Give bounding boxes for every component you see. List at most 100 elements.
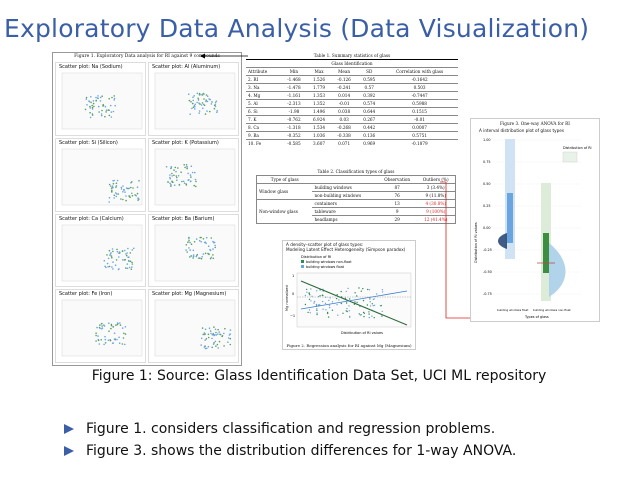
scatter-point xyxy=(201,327,204,330)
scatter-point xyxy=(186,165,189,168)
scatter-point xyxy=(99,100,102,102)
panel-title: Scatter plot: Mg (Magnesium) xyxy=(152,291,227,298)
scatter-point xyxy=(121,258,124,261)
anova-ytick-label: 0.50 xyxy=(483,182,491,186)
table1-cell: -0.1879 xyxy=(381,139,458,147)
panel-title: Scatter plot: Ca (Calcium) xyxy=(59,215,124,222)
scatter-point xyxy=(211,346,213,349)
anova-ytick-label: 0.75 xyxy=(483,160,491,164)
regression-point xyxy=(362,311,365,314)
scatter-point xyxy=(215,100,218,102)
table2-cell-outliers: 9 (100%) xyxy=(416,207,456,216)
regression-point xyxy=(304,294,307,297)
scatter-point xyxy=(185,163,188,166)
scatter-point xyxy=(111,185,114,187)
scatter-point xyxy=(171,172,173,175)
scatter-point xyxy=(124,249,126,251)
scatter-point xyxy=(103,325,106,328)
regression-point xyxy=(315,303,318,306)
scatter-point xyxy=(196,101,198,104)
table1-cell: -0.762 xyxy=(280,115,308,124)
scatter-point xyxy=(104,115,106,118)
scatter-point xyxy=(125,187,128,189)
scatter-point xyxy=(96,327,98,329)
scatter-point xyxy=(173,169,175,171)
scatter-point xyxy=(115,258,118,261)
figure1-panel: Scatter plot: Ba (Barium) xyxy=(148,213,239,288)
scatter-point xyxy=(207,333,210,336)
scatter-point xyxy=(198,112,200,114)
scatter-point xyxy=(112,186,114,189)
scatter-point xyxy=(218,331,220,334)
scatter-point xyxy=(113,95,115,97)
scatter-point xyxy=(208,253,210,255)
table2-cell-obs: 76 xyxy=(377,191,417,200)
scatter-point xyxy=(188,246,190,249)
scatter-point xyxy=(210,236,213,239)
regression-point xyxy=(381,291,384,293)
legend-swatch-float xyxy=(301,265,304,268)
anova-xtick-1: building windows float xyxy=(497,308,529,312)
regression-point xyxy=(373,317,375,319)
bullet-triangle-icon xyxy=(64,446,74,456)
scatter-point xyxy=(105,111,107,113)
panel-title: Scatter plot: Na (Sodium) xyxy=(59,64,123,70)
scatter-point xyxy=(100,339,102,341)
regression-point xyxy=(322,300,324,303)
scatter-point xyxy=(125,266,127,269)
scatter-point xyxy=(89,111,91,114)
bullet-text-2: Figure 3. shows the distribution differe… xyxy=(86,443,517,459)
regression-point xyxy=(311,295,313,297)
table1-cell: 0.503 xyxy=(381,83,458,92)
scatter-point xyxy=(171,174,173,177)
anova-density-nonfloat xyxy=(549,243,566,297)
figure1-panel: Scatter plot: Mg (Magnesium) xyxy=(148,289,239,363)
scatter-point xyxy=(200,257,203,259)
regression-legend-item-2: building windows float xyxy=(306,265,345,269)
scatter-point xyxy=(110,111,113,113)
scatter-point xyxy=(90,96,92,98)
panel-plot-area xyxy=(154,300,236,357)
figure1-panel: Scatter plot: Na (Sodium) xyxy=(55,62,146,136)
regression-point xyxy=(366,304,369,306)
scatter-point xyxy=(112,110,115,113)
bullet-triangle-icon xyxy=(64,424,74,434)
scatter-point xyxy=(202,333,204,336)
regression-canvas: Distribution of RI building windows non-… xyxy=(285,255,412,335)
scatter-point xyxy=(202,252,205,255)
scatter-point xyxy=(175,170,177,173)
regression-point xyxy=(327,312,329,315)
table1-cell: 6. Si xyxy=(246,107,281,116)
regression-point xyxy=(371,315,373,317)
scatter-point xyxy=(176,179,178,181)
anova-interval-float-core xyxy=(507,193,513,243)
scatter-point xyxy=(107,257,110,259)
table1-column-header: Max xyxy=(307,67,332,76)
scatter-point xyxy=(205,99,207,101)
scatter-point xyxy=(91,104,93,107)
panel-scatter xyxy=(154,224,236,281)
scatter-point xyxy=(115,324,117,327)
scatter-point xyxy=(181,180,183,183)
scatter-point xyxy=(187,93,190,95)
figure3-anova-plot: Figure 3. One-way ANOVA for RI A interva… xyxy=(470,118,600,322)
scatter-point xyxy=(201,102,204,104)
scatter-point xyxy=(214,334,216,336)
scatter-point xyxy=(204,252,207,254)
table1-cell: -0.268 xyxy=(331,123,358,132)
figure1-panel: Scatter plot: Fe (Iron) xyxy=(55,289,146,363)
table1-cell: -1.478 xyxy=(280,83,308,92)
scatter-point xyxy=(196,92,199,95)
scatter-point xyxy=(123,258,126,261)
panel-scatter xyxy=(61,224,143,281)
table1-caption: Table 1. Summary statistics of glass xyxy=(313,53,391,58)
table1-cell: -0.338 xyxy=(331,131,358,140)
table1-cell: 1.352 xyxy=(307,99,332,108)
regression-point xyxy=(372,298,375,301)
regression-point xyxy=(310,300,312,302)
table1-cell: 0.644 xyxy=(357,107,382,116)
